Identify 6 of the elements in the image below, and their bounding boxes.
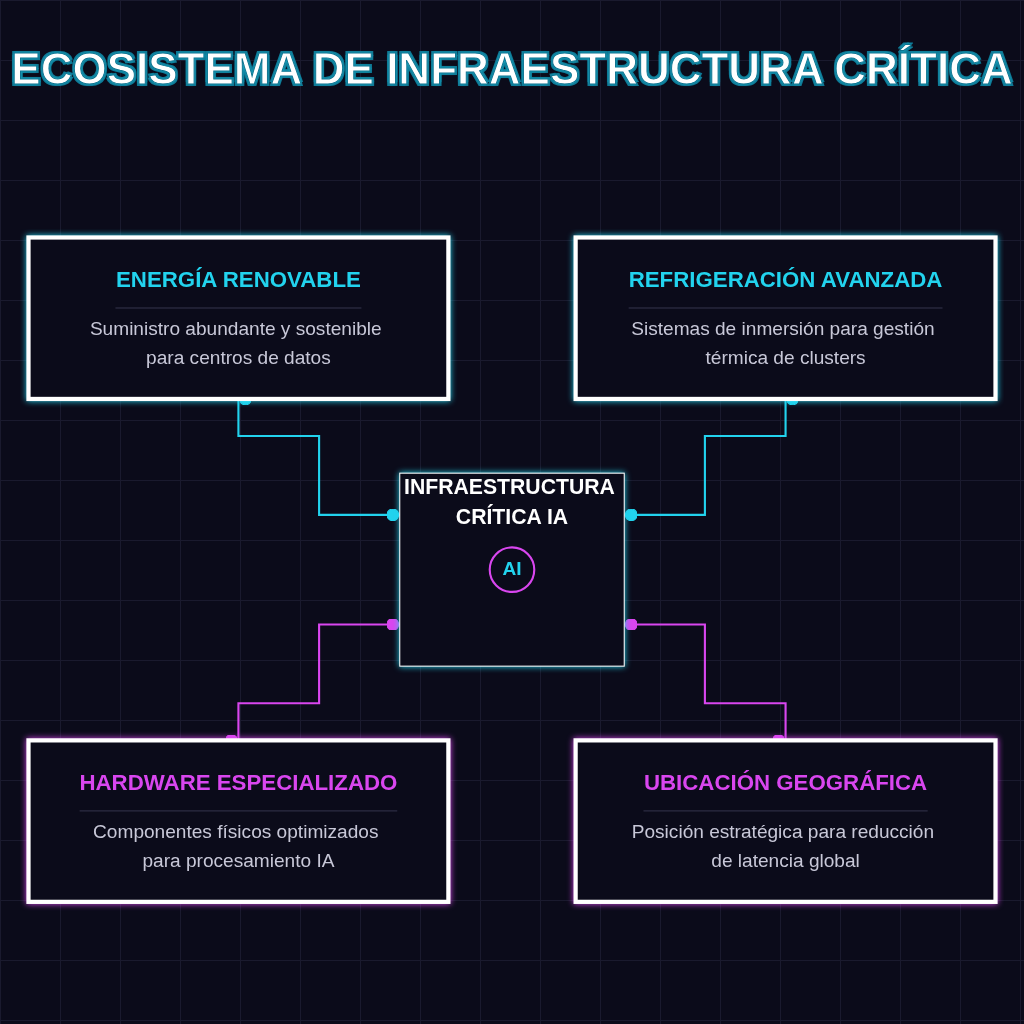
- node-box: UBICACIÓN GEOGRÁFICA Posición estratégica para reducción de latencia global: [573, 738, 998, 905]
- diagram-title: ECOSISTEMA DE INFRAESTRUCTURA CRÍTICA: [11, 44, 1013, 94]
- node-box: REFRIGERACIÓN AVANZADA Sistemas de inmersión para gestión térmica de clusters: [573, 235, 998, 402]
- node-circle: AI: [488, 546, 536, 594]
- node-box: ENERGÍA RENOVABLE Suministro abundante y sostenible para centros de datos: [26, 235, 451, 402]
- node-box: HARDWARE ESPECIALIZADO Componentes físicos optimizados para procesamiento IA: [26, 738, 451, 905]
